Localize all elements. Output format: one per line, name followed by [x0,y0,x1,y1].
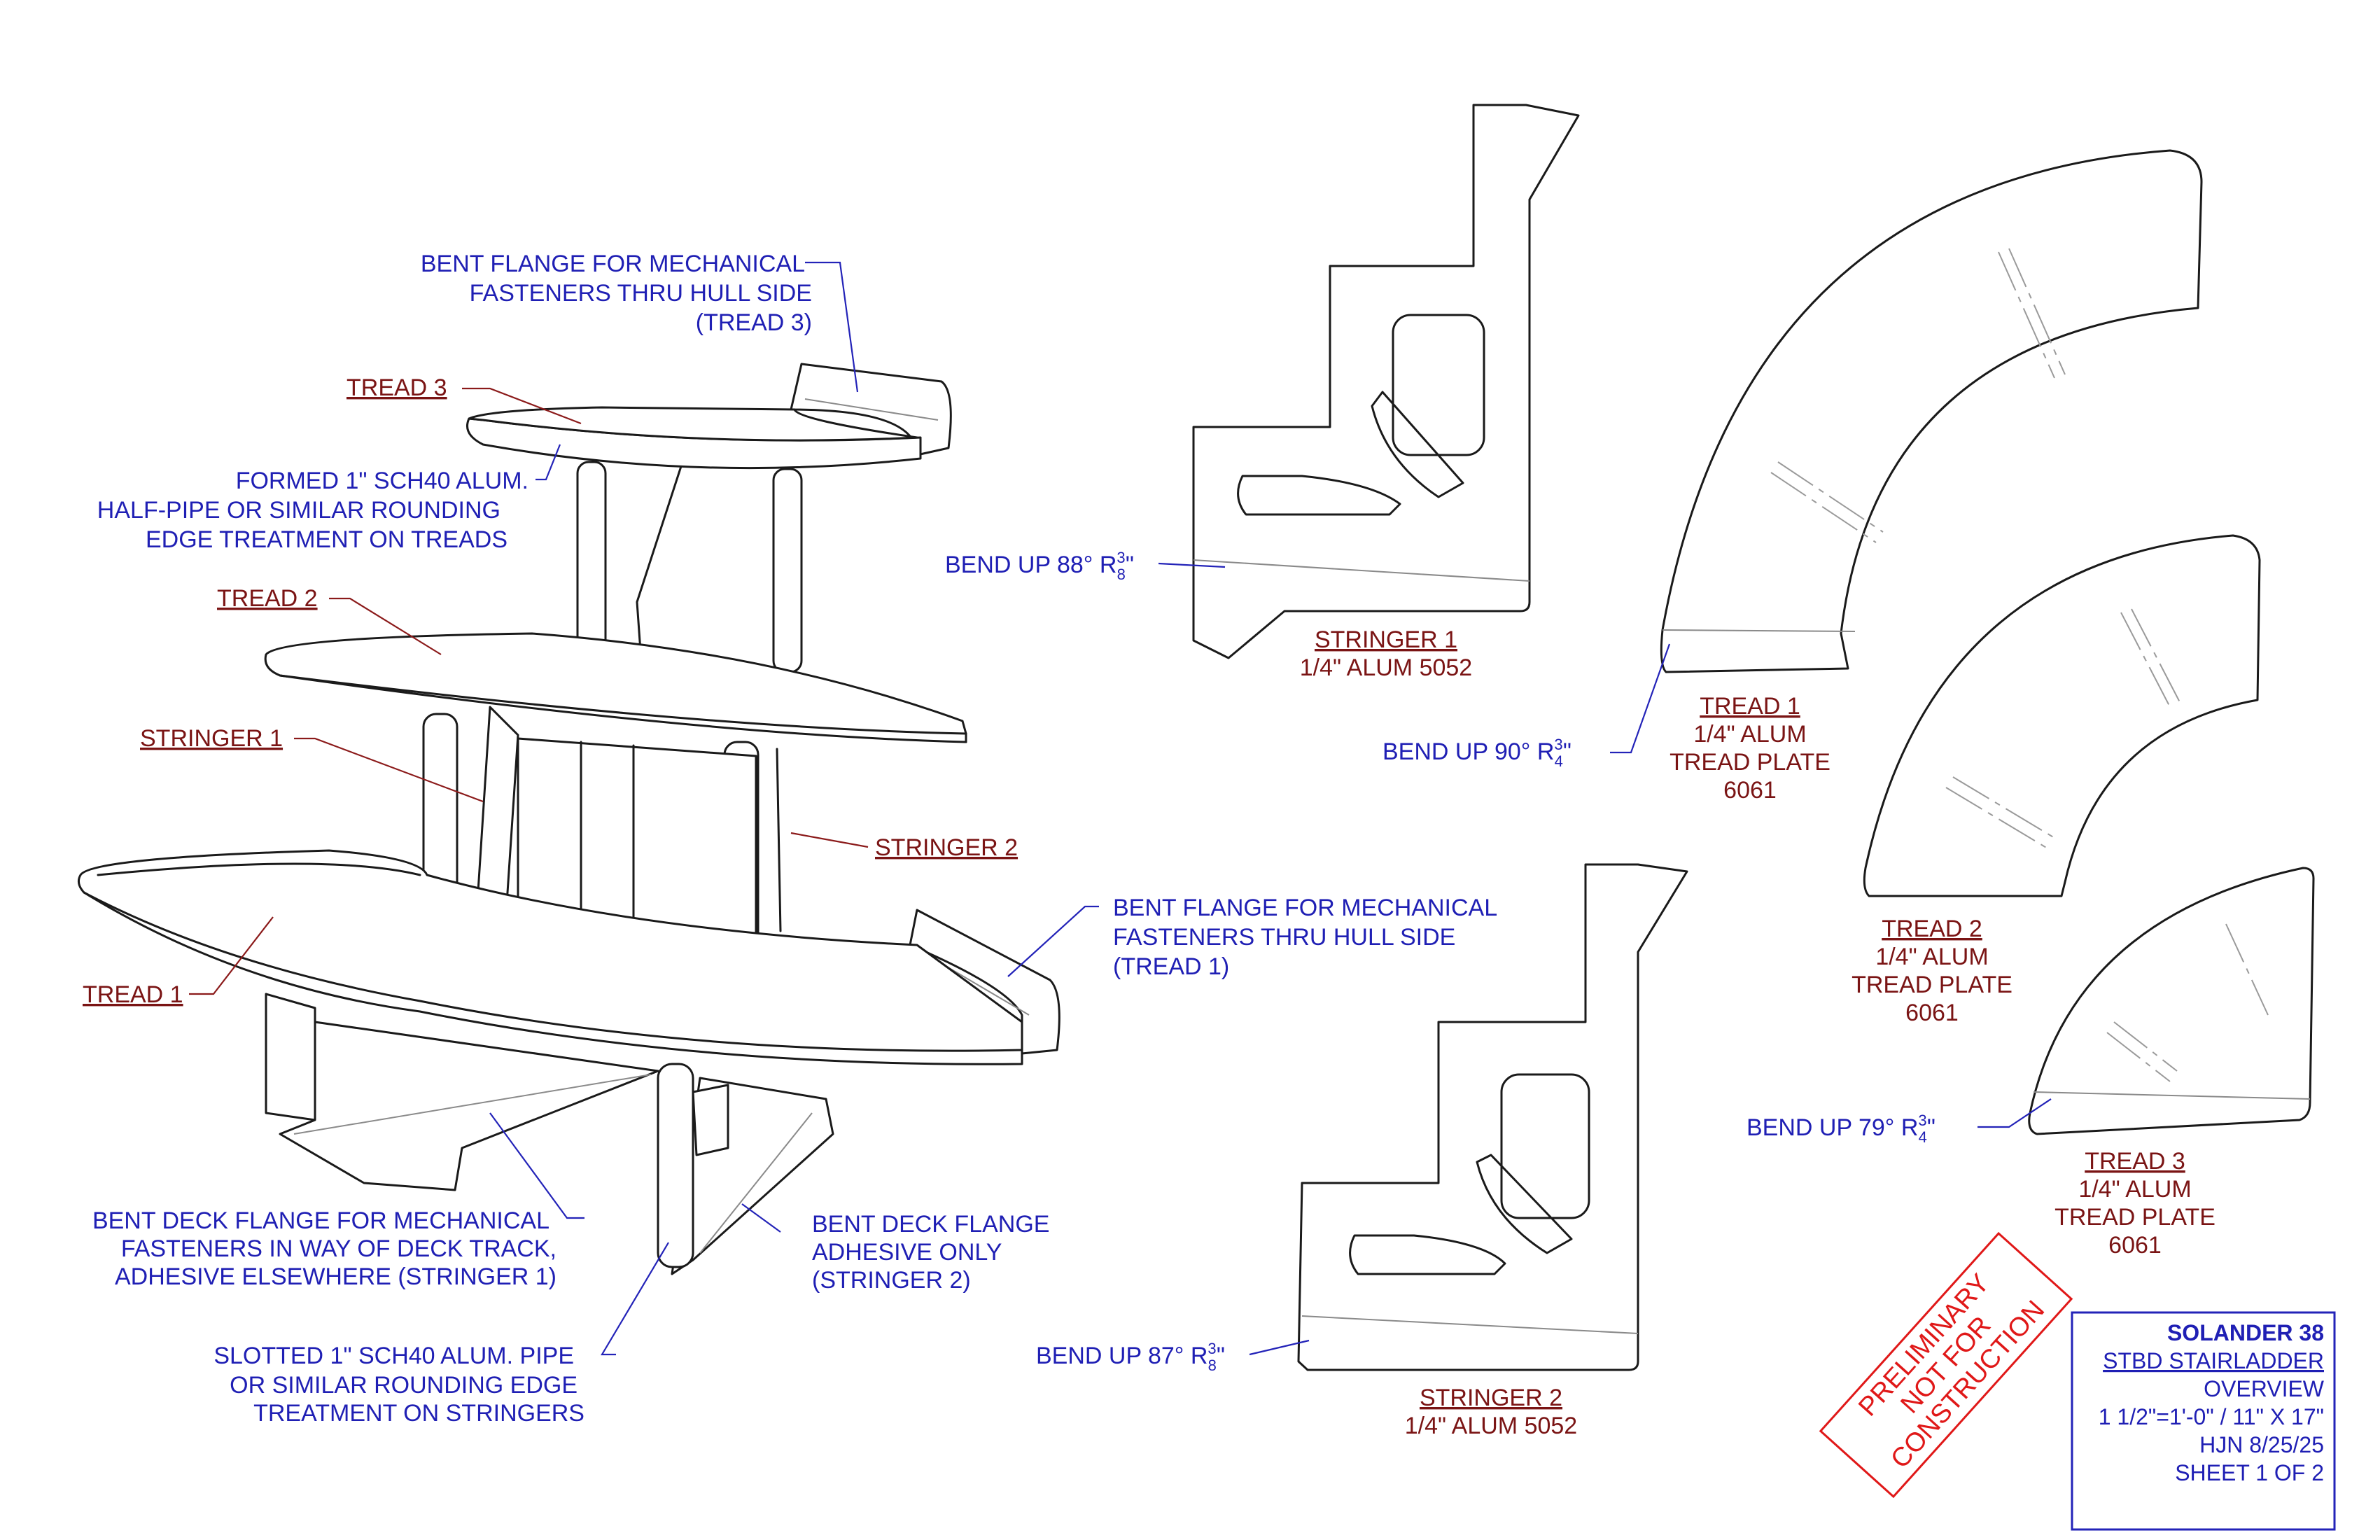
callout-deck-flange-stringer-1: BENT DECK FLANGE FOR MECHANICAL FASTENER… [92,1208,556,1290]
svg-text:TREAD 2: TREAD 2 [1882,916,1982,942]
isometric-assembly [77,363,1060,1275]
svg-text:TREATMENT ON STRINGERS: TREATMENT ON STRINGERS [253,1400,584,1427]
svg-text:EDGE TREATMENT ON TREADS: EDGE TREATMENT ON TREADS [146,526,507,553]
svg-text:FASTENERS IN WAY OF DECK TRACK: FASTENERS IN WAY OF DECK TRACK, [121,1236,556,1262]
flat-leaders [1158,562,2052,1356]
title-block-scale: 1 1/2"=1'-0" / 11" X 17" [2099,1404,2324,1429]
iso-label-stringer-1: STRINGER 1 [140,725,283,752]
svg-text:ADHESIVE ELSEWHERE (STRINGER 1: ADHESIVE ELSEWHERE (STRINGER 1) [115,1264,556,1290]
svg-text:ADHESIVE ONLY: ADHESIVE ONLY [812,1239,1002,1266]
callout-slotted-pipe: SLOTTED 1" SCH40 ALUM. PIPE OR SIMILAR R… [214,1343,584,1427]
svg-text:STRINGER 2: STRINGER 2 [1420,1385,1562,1411]
svg-text:BENT DECK FLANGE FOR MECHANICA: BENT DECK FLANGE FOR MECHANICAL [92,1208,550,1234]
svg-text:FASTENERS THRU HULL SIDE: FASTENERS THRU HULL SIDE [1113,924,1455,951]
svg-text:6061: 6061 [1723,777,1777,804]
iso-label-tread-2: TREAD 2 [217,585,318,612]
part-label-stringer-1: STRINGER 1 1/4" ALUM 5052 [1300,626,1472,681]
tread-1-flat [1660,149,2203,673]
svg-text:1/4" ALUM 5052: 1/4" ALUM 5052 [1300,654,1472,681]
svg-text:BENT FLANGE FOR MECHANICAL: BENT FLANGE FOR MECHANICAL [1113,895,1497,921]
callout-flange-tread-1: BENT FLANGE FOR MECHANICAL FASTENERS THR… [1113,895,1497,980]
iso-leaders [189,261,1099,1356]
tread-2-flat [1863,534,2261,897]
svg-text:1/4" ALUM: 1/4" ALUM [2078,1176,2191,1203]
svg-text:OR SIMILAR ROUNDING EDGE: OR SIMILAR ROUNDING EDGE [230,1372,578,1399]
svg-text:1/4" ALUM 5052: 1/4" ALUM 5052 [1405,1413,1577,1439]
stringer-2-flat [1297,863,1688,1371]
part-label-tread-1: TREAD 1 1/4" ALUM TREAD PLATE 6061 [1670,693,1830,804]
svg-text:(TREAD 1): (TREAD 1) [1113,953,1229,980]
part-label-tread-2: TREAD 2 1/4" ALUM TREAD PLATE 6061 [1851,916,2012,1026]
tread-3-flat [2028,867,2315,1135]
title-block: SOLANDER 38 STBD STAIRLADDER OVERVIEW 1 … [2071,1311,2336,1531]
title-block-view: OVERVIEW [2204,1376,2325,1401]
svg-text:TREAD PLATE: TREAD PLATE [1670,749,1830,776]
svg-text:FORMED 1" SCH40 ALUM.: FORMED 1" SCH40 ALUM. [236,468,528,494]
title-block-project: SOLANDER 38 [2167,1320,2324,1345]
title-block-title: STBD STAIRLADDER [2103,1348,2324,1373]
callout-flange-tread-3: BENT FLANGE FOR MECHANICAL FASTENERS THR… [421,251,812,336]
part-label-stringer-2: STRINGER 2 1/4" ALUM 5052 [1405,1385,1577,1439]
svg-text:TREAD 3: TREAD 3 [2085,1148,2185,1175]
svg-text:6061: 6061 [2108,1232,2162,1259]
svg-text:STRINGER 1: STRINGER 1 [1315,626,1457,653]
svg-text:TREAD 1: TREAD 1 [1700,693,1800,720]
title-block-author-date: HJN 8/25/25 [2199,1432,2324,1457]
svg-text:FASTENERS THRU HULL SIDE: FASTENERS THRU HULL SIDE [470,280,812,307]
iso-label-tread-3: TREAD 3 [346,374,447,401]
svg-text:BENT FLANGE FOR MECHANICAL: BENT FLANGE FOR MECHANICAL [421,251,805,277]
svg-text:6061: 6061 [1905,1000,1959,1026]
part-label-tread-3: TREAD 3 1/4" ALUM TREAD PLATE 6061 [2054,1148,2216,1259]
iso-label-tread-1: TREAD 1 [83,981,183,1008]
svg-text:1/4" ALUM: 1/4" ALUM [1693,721,1806,748]
svg-text:TREAD PLATE: TREAD PLATE [1851,972,2012,998]
stringer-1-flat [1192,104,1580,659]
svg-text:1/4" ALUM: 1/4" ALUM [1875,944,1988,970]
callout-formed-pipe: FORMED 1" SCH40 ALUM. HALF-PIPE OR SIMIL… [97,468,528,553]
preliminary-stamp: PRELIMINARY NOT FOR CONSTRUCTION [1819,1231,2073,1499]
svg-text:TREAD PLATE: TREAD PLATE [2054,1204,2216,1231]
iso-label-stringer-2: STRINGER 2 [875,834,1018,861]
svg-text:(TREAD 3): (TREAD 3) [696,309,812,336]
svg-text:SLOTTED 1" SCH40 ALUM. PIPE: SLOTTED 1" SCH40 ALUM. PIPE [214,1343,574,1369]
title-block-sheet: SHEET 1 OF 2 [2175,1460,2324,1485]
svg-text:HALF-PIPE OR SIMILAR ROUNDING: HALF-PIPE OR SIMILAR ROUNDING [97,497,500,524]
callout-deck-flange-stringer-2: BENT DECK FLANGE ADHESIVE ONLY (STRINGER… [812,1211,1049,1294]
svg-text:BENT DECK FLANGE: BENT DECK FLANGE [812,1211,1049,1238]
svg-text:(STRINGER 2): (STRINGER 2) [812,1267,971,1294]
